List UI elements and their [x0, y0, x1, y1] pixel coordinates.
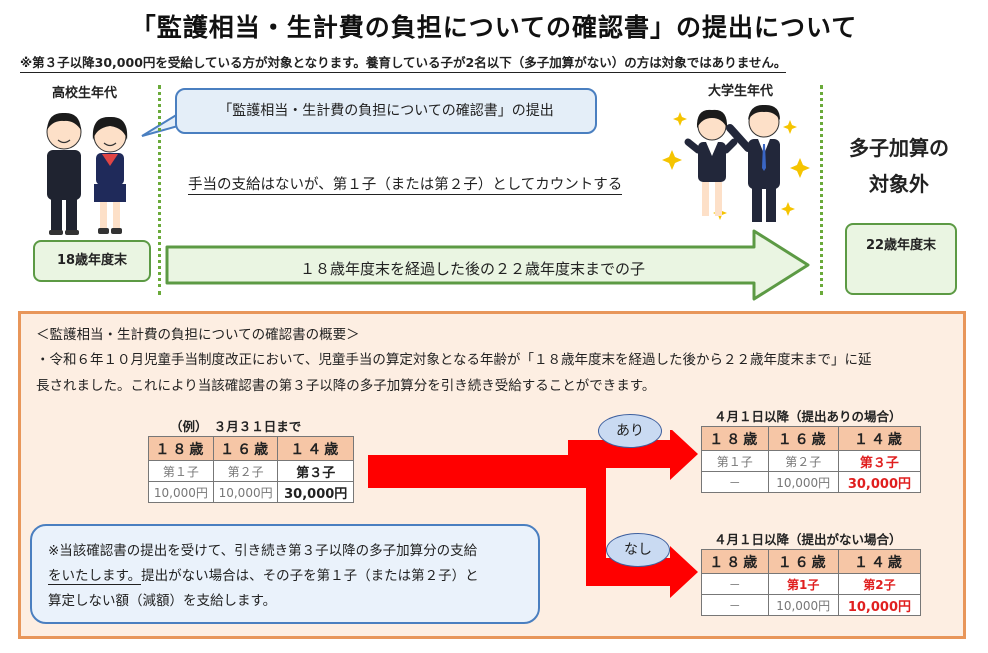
no-table: １８歳 １６歳 １４歳 － 第1子 第2子 － 10,000円 10,000円	[701, 549, 922, 616]
overview-heading: ＜監護相当・生計費の負担についての確認書の概要＞	[36, 327, 360, 343]
amount-cell: 30,000円	[277, 481, 354, 503]
info-box: ※当該確認書の提出を受けて、引き続き第３子以降の多子加算分の支給 をいたします。…	[30, 524, 540, 624]
order-cell: －	[701, 573, 769, 595]
header-cell: １４歳	[837, 426, 922, 451]
dotted-divider-right	[820, 85, 823, 295]
dotted-divider-left	[158, 85, 161, 295]
high-school-label: 高校生年代	[52, 86, 118, 101]
yes-table: １８歳 １６歳 １４歳 第１子 第２子 第３子 － 10,000円 30,000…	[701, 426, 922, 493]
order-cell: 第２子	[767, 450, 839, 472]
no-oval: なし	[606, 533, 670, 567]
order-cell: 第２子	[212, 460, 279, 482]
order-cell: 第１子	[701, 450, 769, 472]
header-cell: １４歳	[837, 549, 922, 574]
outside-line-1: 多子加算の	[849, 136, 949, 160]
order-cell: 第1子	[767, 573, 839, 595]
age-range-arrow	[165, 229, 810, 301]
university-label: 大学生年代	[708, 84, 774, 99]
header-cell: １８歳	[701, 426, 769, 451]
submission-bubble: 「監護相当・生計費の負担についての確認書」の提出	[175, 88, 597, 134]
yes-oval: あり	[598, 414, 662, 448]
age-22-box: 22歳年度末	[845, 223, 957, 295]
amount-cell: 10,000円	[767, 471, 839, 493]
amount-cell: 10,000円	[148, 481, 214, 503]
outside-line-2: 対象外	[869, 172, 929, 196]
overview-line-1: ・令和６年１０月児童手当制度改正において、児童手当の算定対象となる年齢が「１８歳…	[36, 352, 872, 368]
amount-cell: －	[701, 471, 769, 493]
header-cell: １６歳	[767, 549, 839, 574]
header-cell: １８歳	[701, 549, 769, 574]
info-line-3: 算定しない額（減額）を支給します。	[48, 593, 277, 609]
order-cell: 第１子	[148, 460, 214, 482]
yes-caption: ４月１日以降（提出ありの場合）	[714, 409, 902, 424]
info-line-1: ※当該確認書の提出を受けて、引き続き第３子以降の多子加算分の支給	[48, 543, 478, 559]
no-caption: ４月１日以降（提出がない場合）	[714, 532, 902, 547]
count-statement: 手当の支給はないが、第１子（または第２子）としてカウントする	[188, 173, 623, 195]
order-cell: 第３子	[277, 460, 354, 482]
page-title: 「監護相当・生計費の負担についての確認書」の提出について	[130, 13, 858, 42]
order-cell: 第2子	[837, 573, 922, 595]
amount-cell: 10,000円	[837, 594, 922, 616]
header-cell: １４歳	[277, 436, 354, 461]
example-caption: （例） ３月３１日まで	[170, 419, 302, 434]
header-cell: １６歳	[212, 436, 279, 461]
overview-line-2: 長されました。これにより当該確認書の第３子以降の多子加算分を引き続き受給すること…	[36, 378, 656, 394]
amount-cell: 30,000円	[837, 471, 922, 493]
amount-cell: 10,000円	[767, 594, 839, 616]
branch-arrows	[368, 430, 698, 598]
high-school-students-illustration	[46, 112, 128, 235]
outside-target-label: 多子加算の 対象外	[835, 130, 963, 202]
age-range-text: １８歳年度末を経過した後の２２歳年度末までの子	[300, 260, 646, 278]
order-cell: 第３子	[837, 450, 922, 472]
age-18-box: 18歳年度末	[33, 240, 151, 282]
info-line-2-underlined: をいたします。	[48, 568, 142, 585]
info-line-2: をいたします。提出がない場合は、その子を第１子（または第２子）と	[48, 564, 524, 589]
header-cell: １８歳	[148, 436, 214, 461]
header-cell: １６歳	[767, 426, 839, 451]
amount-cell: 10,000円	[212, 481, 279, 503]
amount-cell: －	[701, 594, 769, 616]
example-table: １８歳 １６歳 １４歳 第１子 第２子 第３子 10,000円 10,000円 …	[148, 436, 354, 503]
university-students-illustration	[662, 104, 810, 222]
target-note: ※第３子以降30,000円を受給している方が対象となります。養育している子が2名…	[20, 52, 787, 73]
info-line-2-rest: 提出がない場合は、その子を第１子（または第２子）と	[141, 568, 479, 584]
